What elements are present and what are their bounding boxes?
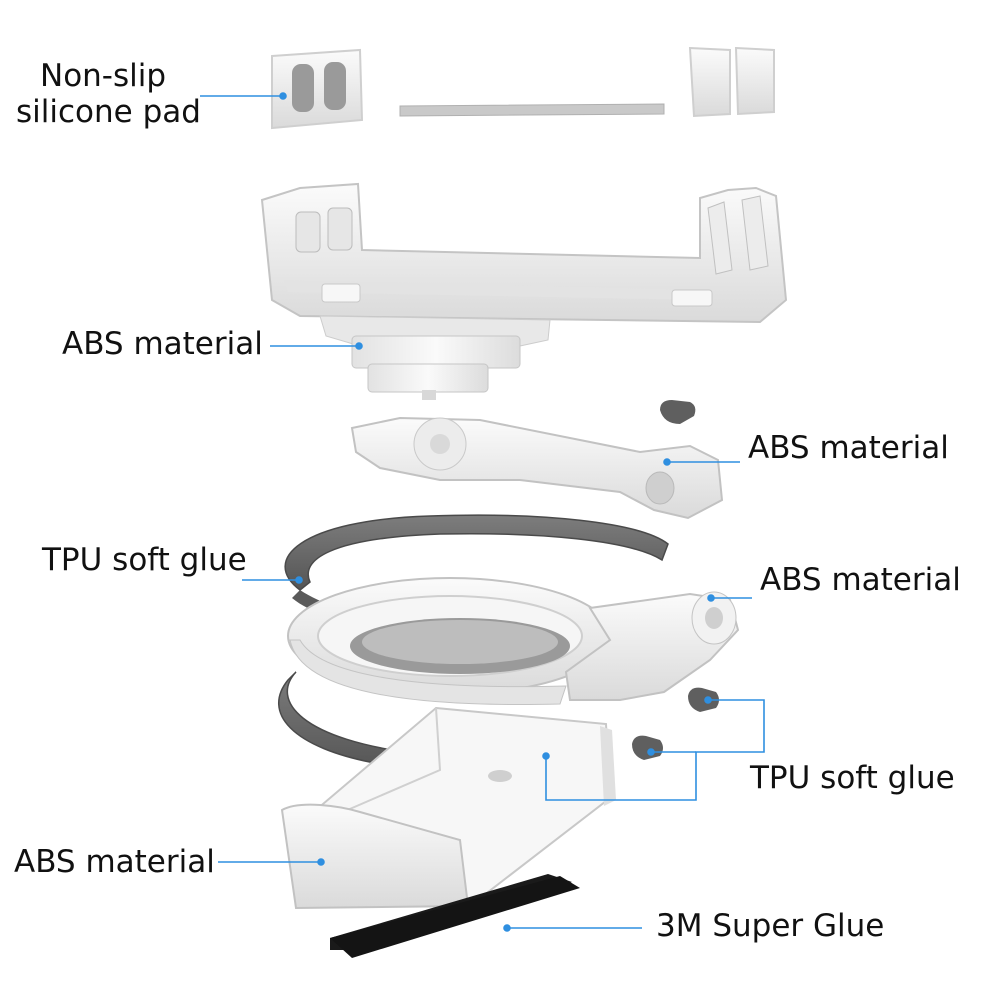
rotating-arm (350, 400, 724, 520)
label-nonslip-line2: silicone pad (16, 94, 201, 130)
silicone-strip (399, 103, 665, 117)
label-tpu-parts: TPU soft glue (750, 760, 955, 796)
label-glue-pad: 3M Super Glue (656, 908, 885, 944)
label-abs-holder: ABS material (62, 326, 263, 362)
label-nonslip-line1: Non-slip (40, 58, 167, 94)
silicone-pad-left (271, 48, 364, 130)
phone-clamp-holder (260, 182, 788, 400)
abs-ring-bracket (287, 577, 740, 706)
glue-pad (330, 874, 580, 958)
label-abs-ring: ABS material (760, 562, 961, 598)
label-abs-base: ABS material (14, 844, 215, 880)
silicone-pad-right (688, 46, 775, 118)
label-tpu-ring: TPU soft glue (42, 542, 247, 578)
leader-lines (200, 92, 765, 932)
label-abs-arm: ABS material (748, 430, 949, 466)
tpu-plug-upper (688, 687, 719, 712)
tpu-plug-lower (632, 735, 663, 760)
base-mount (280, 706, 616, 910)
